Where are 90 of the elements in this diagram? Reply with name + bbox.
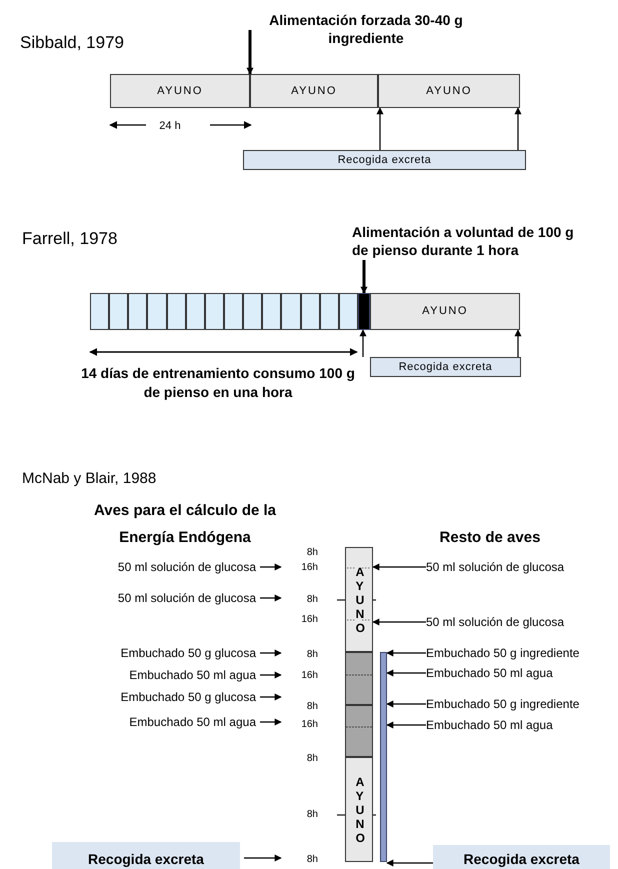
- time-label: 16h: [300, 718, 318, 732]
- collection-label: Recogida excreta: [398, 360, 492, 374]
- day-box: [320, 293, 339, 330]
- fasting-segment: [345, 547, 373, 652]
- collection-label: Recogida excreta: [464, 850, 580, 869]
- annotation-text: Embuchado 50 ml agua: [426, 665, 614, 681]
- arrow: [244, 854, 282, 862]
- day-box: [243, 293, 262, 330]
- collection-box: [433, 845, 610, 869]
- arrow: [386, 860, 433, 866]
- day-box: [109, 293, 128, 330]
- feeding-bar: [358, 293, 370, 330]
- day-box: [300, 293, 320, 330]
- annotation-text: 50 ml solución de glucosa: [60, 559, 256, 575]
- day-box: [186, 293, 205, 330]
- column-heading: Aves para el cálculo de la Energía Endógena: [92, 501, 278, 548]
- arrow: [386, 700, 426, 708]
- fasting-box: [370, 293, 520, 330]
- arrow: [514, 107, 522, 150]
- annotation-text: 50 ml solución de glucosa: [60, 590, 256, 606]
- annotation-text: Embuchado 50 g glucosa: [60, 689, 256, 705]
- section-title: McNab y Blair, 1988: [22, 469, 158, 489]
- time-label: 8h: [306, 593, 318, 607]
- time-label: 8h: [306, 853, 318, 867]
- day-box: [166, 293, 186, 330]
- annotation-text: Embuchado 50 g ingrediente: [426, 645, 614, 661]
- annotation-text: Embuchado 50 ml agua: [60, 714, 256, 730]
- fasting-box: [110, 74, 250, 108]
- arrow: [360, 260, 368, 294]
- section-title: Sibbald, 1979: [20, 32, 125, 54]
- caption-text: Alimentación forzada 30-40 g ingrediente: [268, 11, 464, 47]
- annotation-text: 50 ml solución de glucosa: [426, 614, 614, 630]
- arrow: [360, 329, 366, 357]
- force-feeding-segment: [345, 705, 373, 757]
- dimension-label: 24 h: [158, 119, 182, 134]
- annotation-text: Embuchado 50 ml agua: [426, 717, 614, 733]
- arrow: [372, 618, 426, 626]
- day-box: [338, 293, 358, 330]
- fasting-segment: [345, 757, 373, 862]
- time-label: 8h: [306, 808, 318, 822]
- day-box: [147, 293, 167, 330]
- arrow: [246, 30, 254, 75]
- arrow: [260, 650, 282, 656]
- column-heading: Resto de aves: [438, 528, 542, 548]
- arrow: [260, 672, 282, 678]
- caption-text: Alimentación a voluntad de 100 g de pienso durante 1 hora: [352, 223, 592, 260]
- collection-box: [243, 150, 526, 170]
- annotation-text: Embuchado 50 g ingrediente: [426, 696, 614, 712]
- time-label: 8h: [306, 700, 318, 714]
- collection-label: Recogida excreta: [338, 153, 432, 167]
- fasting-box: [378, 74, 520, 108]
- force-feeding-segment: [345, 652, 373, 705]
- phase-label: AYUNO: [291, 84, 337, 99]
- day-box: [262, 293, 282, 330]
- arrow: [514, 329, 522, 357]
- phase-label: AYUNO: [157, 84, 203, 99]
- time-label: 16h: [300, 669, 318, 683]
- time-label: 16h: [300, 613, 318, 627]
- arrow: [372, 564, 426, 570]
- arrow: [376, 107, 384, 150]
- collection-box: [52, 842, 240, 869]
- time-label: 8h: [306, 546, 318, 560]
- time-label: 8h: [306, 648, 318, 662]
- day-box: [90, 293, 110, 330]
- arrow: [260, 564, 282, 570]
- arrow: [260, 594, 282, 602]
- day-box: [281, 293, 301, 330]
- time-label: 8h: [306, 752, 318, 766]
- fasting-box: [250, 74, 378, 108]
- phase-label: AYUNO: [422, 304, 468, 320]
- arrow: [260, 694, 282, 700]
- arrow: [386, 670, 426, 676]
- section-title: Farrell, 1978: [22, 228, 118, 250]
- arrow: [386, 722, 426, 728]
- day-box: [224, 293, 244, 330]
- vertical-label: AYUNO: [356, 564, 362, 634]
- arrow: [260, 718, 282, 726]
- arrow: [386, 650, 426, 656]
- annotation-text: Embuchado 50 ml agua: [60, 667, 256, 683]
- day-box: [128, 293, 148, 330]
- collection-box: [370, 357, 521, 377]
- caption-text: 14 días de entrenamiento consumo 100 g de pienso en una hora: [80, 364, 356, 402]
- collection-bar: [380, 652, 387, 862]
- vertical-label: AYUNO: [356, 774, 362, 844]
- collection-label: Recogida excreta: [88, 850, 204, 869]
- time-label: 16h: [300, 561, 318, 575]
- annotation-text: 50 ml solución de glucosa: [426, 559, 614, 575]
- day-box: [204, 293, 224, 330]
- annotation-text: Embuchado 50 g glucosa: [60, 645, 256, 661]
- phase-label: AYUNO: [426, 84, 472, 99]
